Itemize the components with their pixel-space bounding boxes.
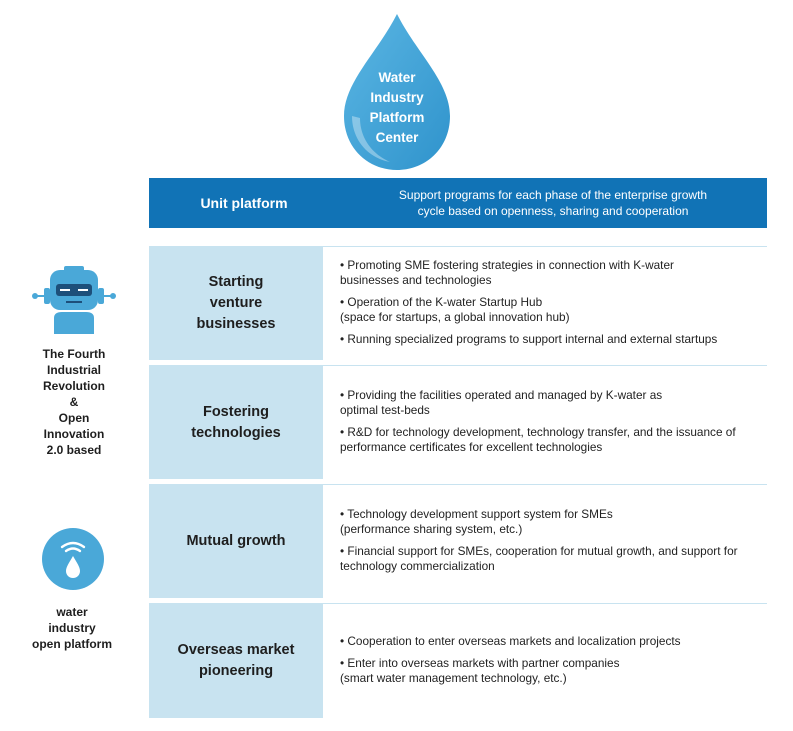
row-separator [149, 365, 767, 366]
header-support-programs: Support programs for each phase of the e… [398, 188, 708, 218]
side-label-water-open-platform: water industry open platform [32, 605, 112, 651]
list-item: • Operation of the K-water Startup Hub (… [340, 295, 570, 324]
wifi-water-drop-icon [42, 528, 104, 590]
water-drop-icon [344, 14, 450, 170]
side-label-fourth-industrial: The Fourth Industrial Revolution & Open … [42, 347, 106, 457]
row-bullets-fostering-technologies: • Providing the facilities operated and … [340, 388, 770, 462]
list-item: • R&D for technology development, techno… [340, 425, 736, 454]
list-item: • Financial support for SMEs, cooperatio… [340, 544, 738, 573]
row-title-overseas-market: Overseas market pioneering [149, 604, 323, 718]
list-item: • Technology development support system … [340, 507, 613, 536]
row-bullets-overseas-market: • Cooperation to enter overseas markets … [340, 634, 770, 693]
list-item: • Promoting SME fostering strategies in … [340, 258, 674, 287]
platform-center-title: Water Industry Platform Center [369, 70, 425, 145]
row-separator [149, 484, 767, 485]
row-title-mutual-growth: Mutual growth [149, 485, 323, 598]
list-item: • Cooperation to enter overseas markets … [340, 634, 681, 648]
header-bar: Unit platform Support programs for each … [149, 178, 767, 228]
list-item: • Running specialized programs to suppor… [340, 332, 718, 346]
header-unit-platform: Unit platform [200, 195, 288, 211]
row-title-starting-venture: Starting venture businesses [149, 247, 323, 360]
list-item: • Providing the facilities operated and … [340, 388, 663, 417]
row-bullets-mutual-growth: • Technology development support system … [340, 507, 770, 581]
row-separator [149, 603, 767, 604]
row-bullets-starting-venture: • Promoting SME fostering strategies in … [340, 258, 770, 354]
row-separator [149, 246, 767, 247]
list-item: • Enter into overseas markets with partn… [340, 656, 620, 685]
robot-icon [32, 266, 116, 334]
row-title-fostering-technologies: Fostering technologies [149, 366, 323, 479]
